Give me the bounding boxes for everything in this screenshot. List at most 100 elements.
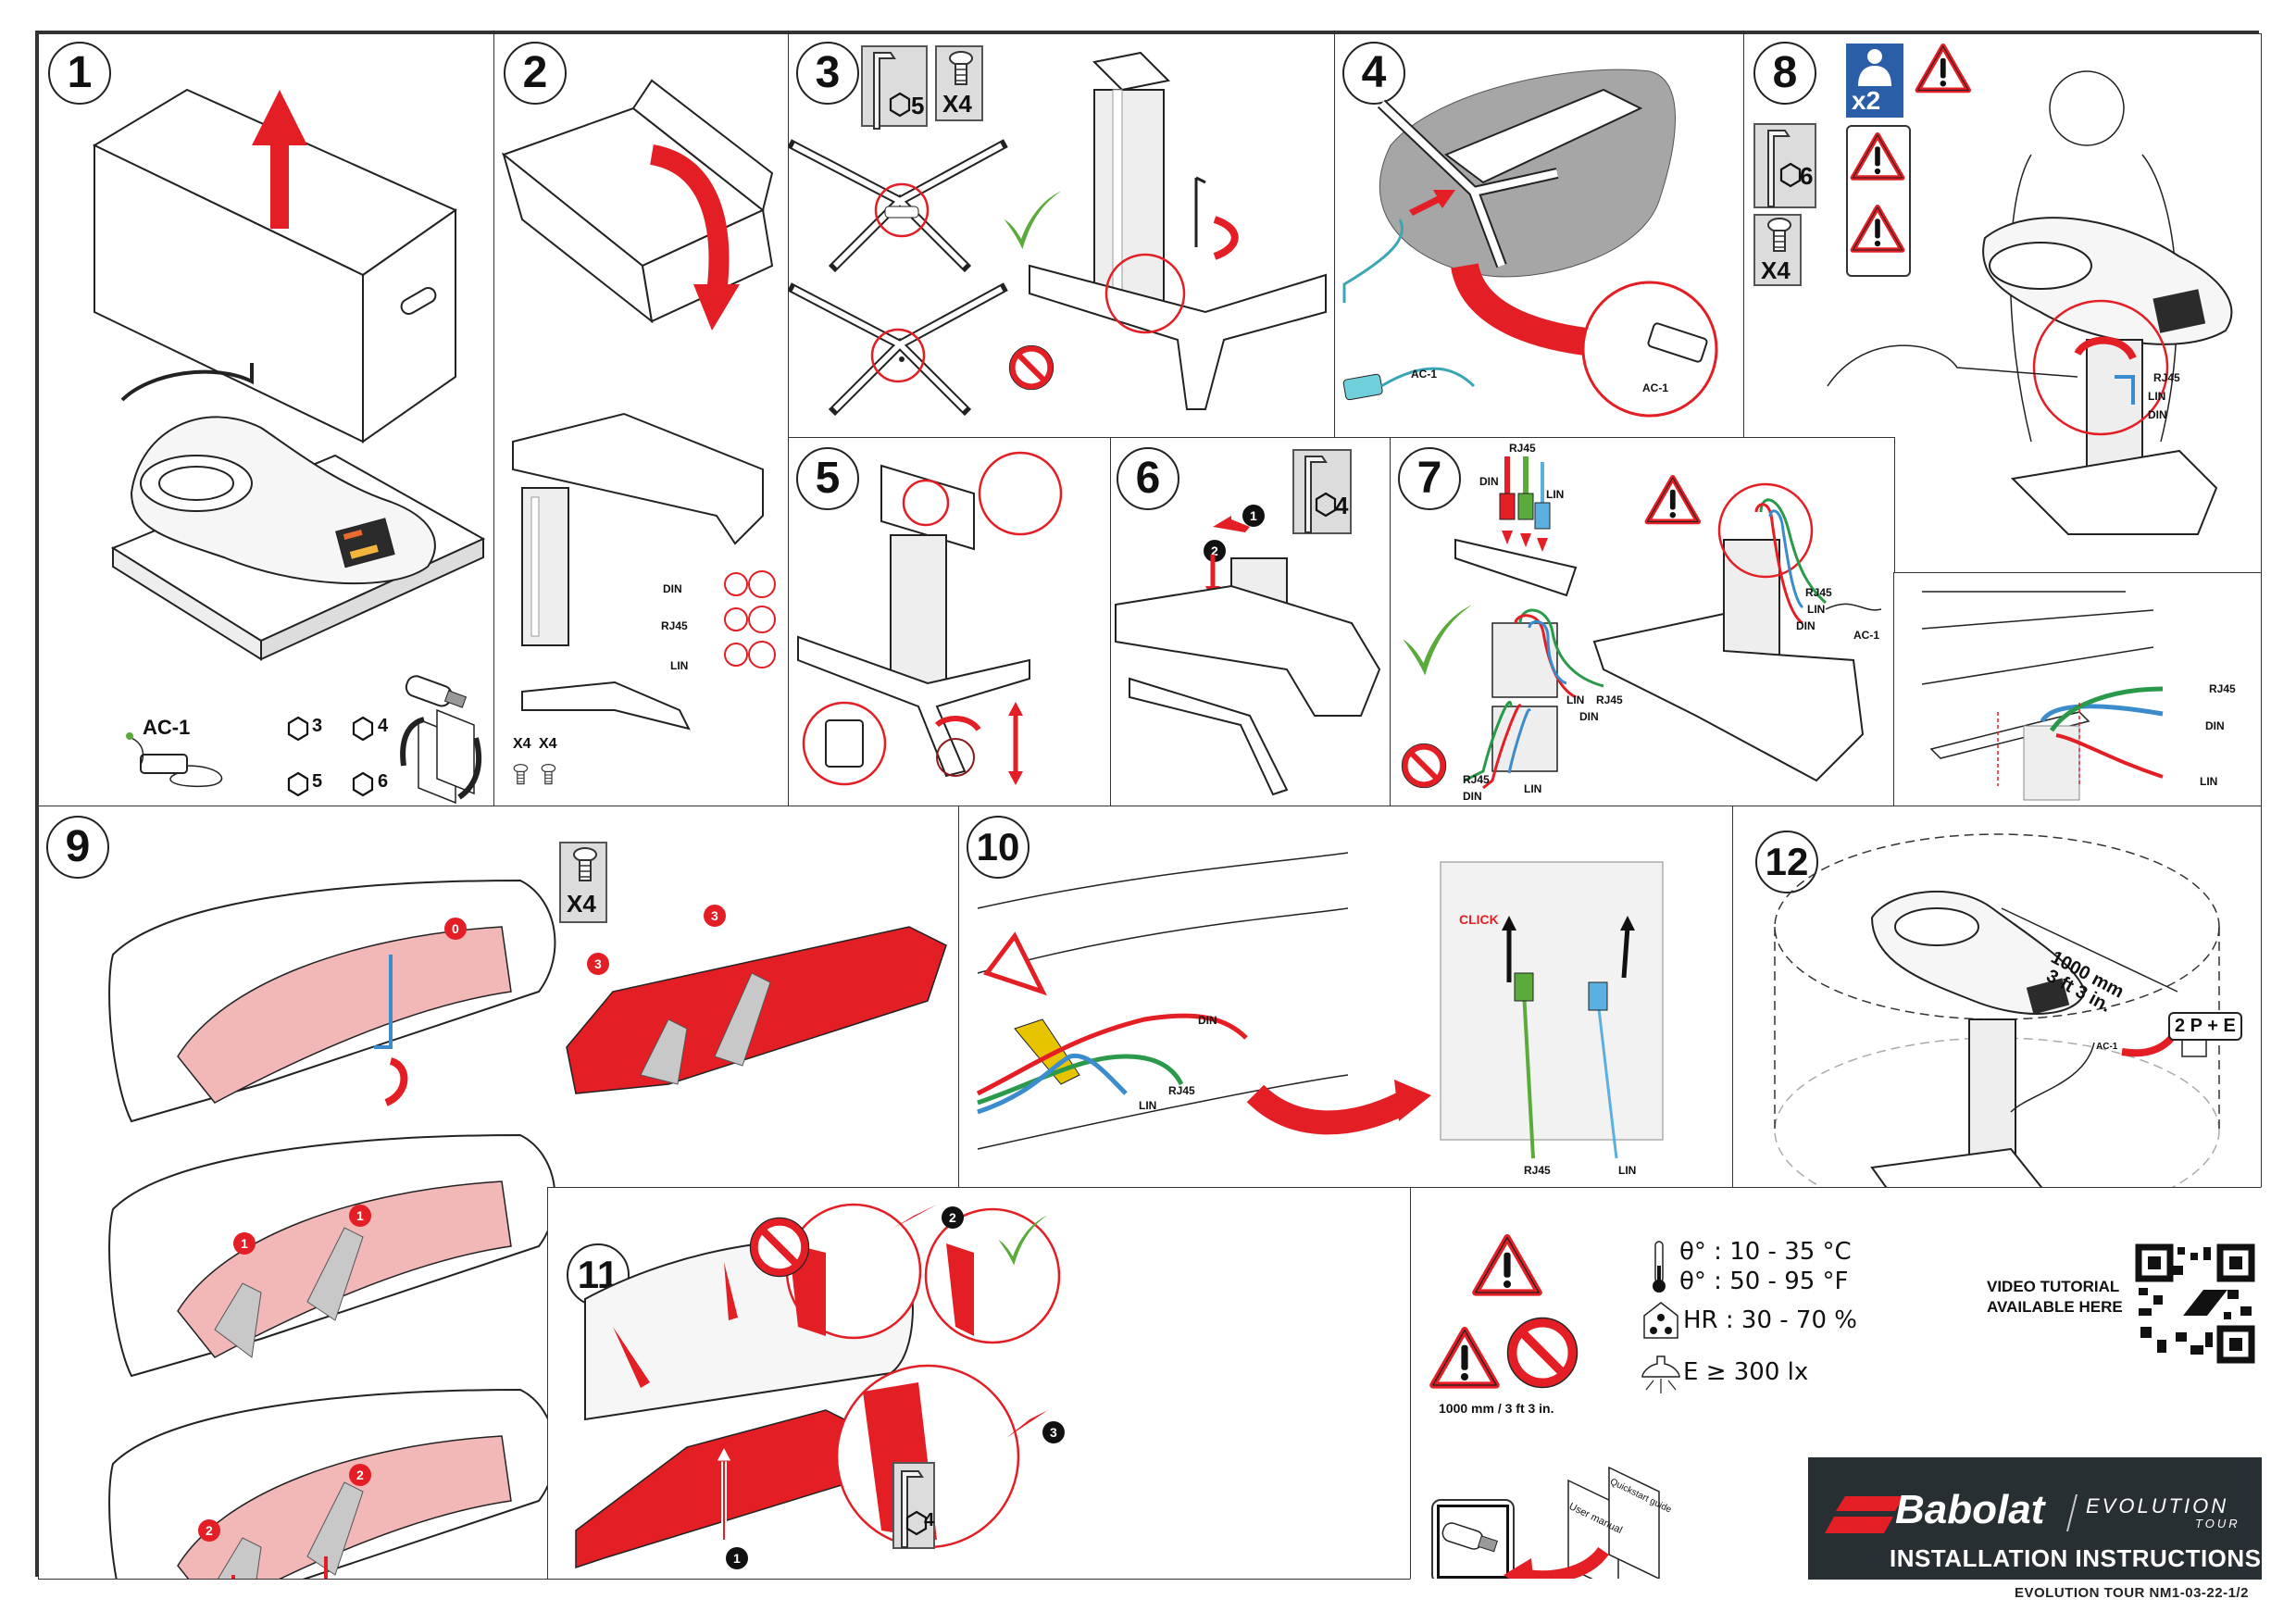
ac-adapter-label: AC-1: [1411, 368, 1438, 381]
lin-label-main: LIN: [1807, 603, 1826, 616]
step-number: 5: [796, 447, 859, 510]
callout-3a: 3: [594, 956, 602, 971]
two-people-required-badge: x2: [1846, 44, 1903, 118]
step-10-panel: 10 CLICK DIN RJ45 LIN RJ45 LIN: [958, 806, 1734, 1189]
callout-3: 3: [1050, 1425, 1057, 1440]
din-label-ok: DIN: [1579, 710, 1599, 723]
cap-screw-icon: [541, 763, 556, 785]
forbidden-icon: [1402, 743, 1446, 788]
moisture-warning-icon: [1474, 1234, 1541, 1296]
cover-installation-illustration: [575, 1203, 1061, 1569]
ac-port-label: AC-1: [1642, 381, 1669, 394]
hex-key-tool-box: 5: [861, 45, 928, 130]
forbidden-icon: [750, 1218, 809, 1277]
screw-count: X4: [567, 890, 596, 918]
rj45-label: RJ45: [1168, 1084, 1195, 1097]
hexagon-icon: [889, 92, 911, 118]
lin-cable-label: LIN: [670, 659, 689, 672]
video-tutorial-line1: VIDEO TUTORIAL: [1987, 1278, 2120, 1295]
step-number: 9: [46, 816, 109, 879]
step-number: 6: [1117, 447, 1179, 510]
step-number: 3: [796, 42, 859, 105]
person-icon: [1858, 49, 1891, 86]
step-3-panel: 3 5 X4: [788, 33, 1336, 439]
lin-label-detail: LIN: [1618, 1164, 1637, 1177]
ac-adapter-icon: [126, 732, 223, 788]
hex-size-5: 5: [312, 771, 323, 792]
temperature-fahrenheit: θ° : 50 - 95 °F: [1679, 1268, 1849, 1295]
lin-label: LIN: [2148, 390, 2166, 403]
warning-icon: [1852, 132, 1903, 181]
usb-drive-badge: [1431, 1499, 1515, 1579]
din-cable-label: DIN: [663, 582, 682, 595]
din-label-wrong: DIN: [1463, 790, 1482, 803]
humidity-house-icon: [1643, 1302, 1678, 1339]
step-number: 10: [967, 816, 1029, 879]
lin-label: LIN: [2200, 775, 2218, 788]
lin-label-ok: LIN: [1566, 693, 1585, 706]
lin-label-wrong: LIN: [1524, 782, 1542, 795]
product-name: EVOLUTION: [2086, 1494, 2229, 1518]
screw-icon: [949, 51, 973, 85]
hex-size: 4: [924, 1510, 935, 1530]
manuals-to-usb-icon: [1504, 1466, 1660, 1579]
lift-arrow: [252, 90, 307, 229]
manuals-swap-icon: [400, 708, 482, 805]
step-8-panel: 8 x2 6 X4: [1743, 33, 2262, 574]
hex-size-4: 4: [378, 716, 389, 736]
open-box-illustration: [501, 79, 774, 331]
usb-drive-icon: [1441, 1522, 1498, 1553]
illuminance: E ≥ 300 lx: [1683, 1358, 1809, 1386]
step-number: 12: [1755, 831, 1818, 893]
socket-type-badge: 2 P + E: [2168, 1012, 2242, 1041]
crush-hazard-icon: [1852, 205, 1903, 253]
rj45-cable-label: RJ45: [661, 619, 688, 632]
stringing-machine-on-pallet: [110, 363, 486, 661]
two-person-mounting-illustration: [1827, 70, 2233, 535]
rj45-label: RJ45: [1509, 442, 1536, 455]
installation-instructions-title: INSTALLATION INSTRUCTIONS: [1890, 1544, 2262, 1572]
step-number: 8: [1753, 42, 1816, 105]
step-number: 4: [1342, 42, 1405, 105]
column-on-base-illustration: [1029, 51, 1327, 410]
screw-count-a: X4: [513, 736, 531, 752]
red-cover-illustration: [566, 926, 947, 1094]
click-burst-label: CLICK: [1459, 912, 1499, 927]
screw-count-b: X4: [539, 736, 557, 752]
temperature-celsius: θ° : 10 - 35 °C: [1679, 1238, 1852, 1266]
allen-key-icon: [901, 1470, 923, 1548]
screw-tool-box: X4: [935, 45, 983, 121]
step-8-cable-inset: RJ45 DIN LIN: [1893, 572, 2262, 807]
column-and-base-parts: [512, 412, 764, 731]
ac-adapter-label: AC-1: [143, 716, 191, 739]
clearance-label: 1000 mm / 3 ft 3 in.: [1439, 1401, 1554, 1416]
hex-size: 4: [1335, 492, 1349, 519]
hex-key-tool-box: 6: [1753, 123, 1816, 208]
step-7-panel: 7 RJ45 DIN LIN RJ45: [1390, 437, 1895, 807]
ac-label: AC-1: [1853, 629, 1880, 642]
usb-drive-icon: [405, 675, 468, 708]
screw-count: X4: [942, 90, 972, 118]
flat-screw-icon: [513, 763, 529, 785]
step-5-panel: 5: [788, 437, 1112, 807]
screw-tool-box: X4: [1753, 214, 1802, 286]
people-count: x2: [1852, 86, 1881, 115]
instruction-sheet: 1 AC-1 3 4: [35, 31, 2262, 1580]
warning-icon: [1646, 475, 1700, 524]
brand-divider: [2066, 1494, 2078, 1531]
din-label: DIN: [1198, 1014, 1217, 1027]
lighting-lamp-icon: [1641, 1355, 1680, 1393]
hex-size: 5: [911, 92, 925, 119]
callout-1: 1: [1250, 508, 1257, 523]
hex-size: 6: [1800, 162, 1814, 190]
qr-code[interactable]: [2135, 1243, 2255, 1364]
callout-2a: 2: [356, 1468, 364, 1482]
din-label: DIN: [2205, 719, 2225, 732]
step-11-panel: 11 1 2 3 4: [547, 1187, 1412, 1580]
video-tutorial-line2: AVAILABLE HERE: [1987, 1298, 2123, 1316]
rj45-label: RJ45: [2153, 371, 2180, 384]
din-label: DIN: [1479, 475, 1499, 488]
callout-1a: 1: [241, 1236, 248, 1251]
callout-0: 0: [452, 921, 459, 936]
connector-callouts: [724, 570, 776, 668]
